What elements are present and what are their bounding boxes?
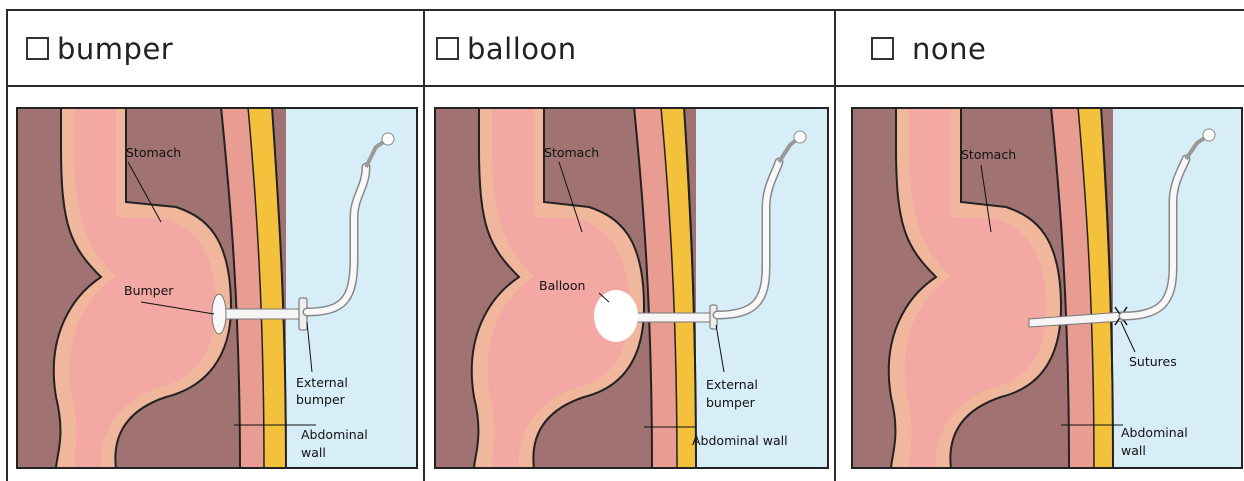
label-external-2: bumper	[296, 392, 346, 407]
option-label-bumper: bumper	[57, 32, 173, 66]
tube-cap	[794, 131, 806, 143]
checkbox-none[interactable]	[871, 37, 894, 60]
checkbox-bumper[interactable]	[26, 37, 49, 60]
bumper-illustration: Stomach Bumper External bumper Abdominal…	[16, 107, 418, 469]
none-diagram: Stomach Sutures Abdominal wall	[851, 107, 1243, 469]
label-wall-1: Abdominal	[301, 427, 368, 442]
options-table: bumper balloon none Stomach Bum	[6, 9, 1244, 481]
label-external-2: bumper	[706, 395, 756, 410]
sutures-illustration: Stomach Sutures Abdominal wall	[851, 107, 1243, 469]
feeding-tube	[629, 313, 714, 322]
label-wall: Abdominal wall	[692, 433, 788, 448]
label-sutures: Sutures	[1129, 354, 1177, 369]
checkbox-balloon[interactable]	[436, 37, 459, 60]
tube-cap	[1203, 129, 1215, 141]
bumper-diagram: Stomach Bumper External bumper Abdominal…	[16, 107, 418, 469]
internal-bumper	[212, 294, 226, 334]
label-wall-1: Abdominal	[1121, 425, 1188, 440]
option-bumper[interactable]: bumper	[6, 11, 421, 86]
option-label-none: none	[912, 32, 986, 66]
option-balloon[interactable]: balloon	[425, 11, 832, 86]
label-balloon: Balloon	[539, 278, 585, 293]
balloon-illustration: Stomach Balloon External bumper Abdomina…	[434, 107, 829, 469]
label-external-1: External	[706, 377, 758, 392]
label-stomach: Stomach	[961, 147, 1016, 162]
label-external-1: External	[296, 375, 348, 390]
balloon-diagram: Stomach Balloon External bumper Abdomina…	[434, 107, 829, 469]
label-wall-2: wall	[301, 445, 326, 460]
feeding-tube	[216, 309, 304, 319]
option-none[interactable]: none	[836, 11, 1242, 86]
option-label-balloon: balloon	[467, 32, 577, 66]
label-bumper: Bumper	[124, 283, 174, 298]
internal-balloon	[594, 290, 638, 342]
label-wall-2: wall	[1121, 443, 1146, 458]
label-stomach: Stomach	[126, 145, 181, 160]
label-stomach: Stomach	[544, 145, 599, 160]
tube-cap	[382, 133, 394, 145]
